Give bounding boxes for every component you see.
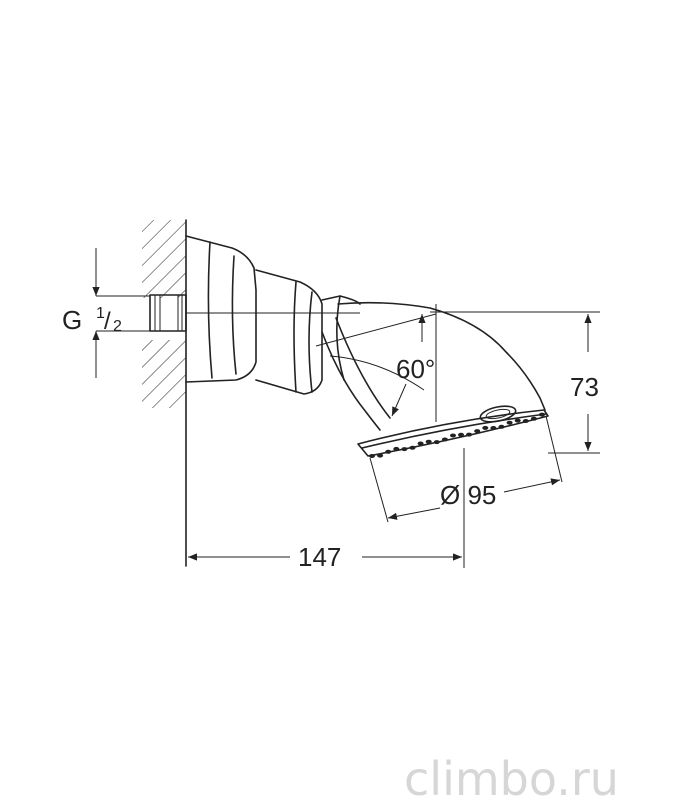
nozzle — [393, 446, 400, 451]
nozzle — [417, 441, 424, 446]
wall-flange — [185, 235, 257, 383]
nozzle — [425, 439, 432, 444]
thread-denominator-label: 2 — [113, 318, 122, 335]
nozzle — [490, 426, 497, 430]
nozzle — [530, 416, 537, 421]
angle-label: 60° — [396, 354, 435, 384]
thread-dimension: G 1 / 2 — [62, 248, 360, 378]
nozzle — [506, 420, 513, 425]
nozzle — [385, 449, 392, 454]
wall-section — [142, 219, 187, 567]
angle-dimension: 60° — [315, 304, 437, 422]
thread-fraction-slash: / — [104, 308, 111, 335]
swivel-joint — [255, 269, 361, 395]
nozzle — [433, 440, 440, 445]
thread-prefix-label: G — [62, 305, 82, 335]
nozzle — [498, 424, 505, 429]
nozzle — [458, 432, 464, 437]
watermark-text: climbo.ru — [404, 752, 619, 806]
thread-numerator-label: 1 — [96, 305, 105, 322]
length-dimension: 147 — [188, 448, 465, 572]
length-label: 147 — [298, 542, 341, 572]
nozzle — [450, 433, 456, 438]
nozzle — [441, 437, 448, 442]
nozzle — [514, 418, 521, 423]
nozzle — [369, 454, 375, 458]
height-dimension: 73 — [430, 311, 600, 454]
nozzle-row — [369, 412, 545, 458]
nozzle — [539, 412, 545, 417]
diameter-dimension: Ø 95 — [369, 415, 563, 523]
height-label: 73 — [570, 372, 599, 402]
nozzle — [474, 429, 481, 434]
diameter-label: Ø 95 — [440, 480, 496, 510]
nozzle — [466, 432, 473, 437]
nozzle — [377, 453, 384, 458]
thread-connector — [149, 294, 187, 332]
nozzle — [409, 445, 416, 450]
nozzle — [401, 447, 408, 452]
nozzle — [522, 419, 529, 423]
nozzle — [482, 425, 489, 430]
